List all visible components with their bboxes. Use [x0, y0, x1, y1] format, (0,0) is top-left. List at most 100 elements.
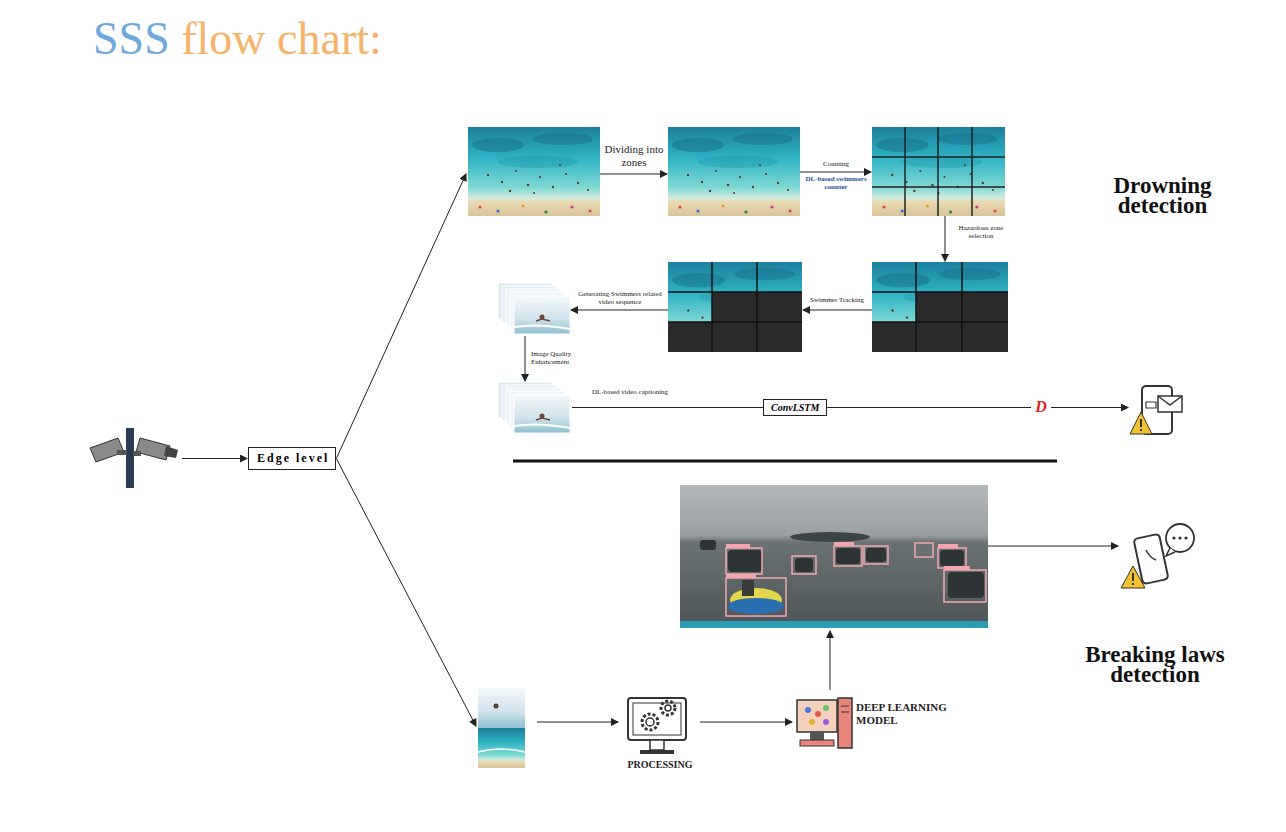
masked-zones — [668, 291, 802, 293]
masked-zones — [756, 262, 758, 352]
input-photos — [478, 749, 525, 752]
alert-phone-icon — [1140, 429, 1142, 431]
input-photos — [478, 688, 525, 768]
jetski-photo — [940, 550, 964, 566]
section-heading: Drowning detection — [1080, 176, 1245, 216]
connector-line — [336, 174, 466, 459]
jetski-photo — [726, 544, 750, 548]
masked-zones — [668, 262, 802, 352]
connector-line — [336, 459, 476, 727]
alert-phone-icon — [1130, 412, 1152, 434]
step-label: Swimmer Tracking — [803, 296, 871, 304]
step-label: Image Quality Enhancement — [531, 350, 587, 366]
alert-phone-icon — [1121, 524, 1194, 588]
masked-zones — [915, 262, 917, 352]
alert-phone-icon — [1140, 419, 1142, 427]
alert-phone-icon — [1184, 536, 1187, 539]
video-frames — [498, 382, 570, 433]
computer-icon — [797, 698, 852, 748]
jetski-photo — [726, 578, 786, 616]
masked-zones — [872, 291, 1008, 293]
jetski-photo — [834, 542, 854, 546]
node-text: Edge level — [257, 451, 329, 466]
alert-phone-icon — [1121, 566, 1145, 588]
beach-photo — [872, 262, 1008, 352]
flow-arrows — [945, 216, 946, 261]
computer-icon — [805, 707, 811, 713]
masked-zones — [872, 262, 1008, 352]
jetski-photo — [726, 574, 756, 578]
masked-zones — [872, 321, 1008, 323]
alert-phone-icon — [1166, 548, 1175, 556]
node-text: ConvLSTM — [771, 402, 819, 413]
jetski-photo — [680, 485, 988, 628]
processing-icon — [646, 718, 654, 726]
zone-grid — [872, 127, 1005, 216]
alert-phone-icon — [1132, 583, 1134, 585]
jetski-photo — [790, 532, 870, 542]
input-photos — [494, 704, 499, 709]
jetski-photo — [700, 540, 984, 598]
jetski-photo — [944, 570, 986, 602]
processing-icon — [628, 698, 686, 740]
jetski-photo — [726, 543, 986, 616]
flow-arrows — [988, 546, 1118, 547]
input-photos — [478, 728, 525, 768]
jetski-photo — [938, 548, 966, 568]
zone-grid — [872, 186, 1005, 188]
alert-phone-icon — [1178, 536, 1181, 539]
flow-arrows — [700, 722, 792, 723]
computer-icon — [809, 719, 815, 725]
jetski-photo — [742, 580, 754, 596]
masked-zones — [668, 321, 802, 323]
flow-arrows — [803, 310, 872, 311]
jetski-photo — [795, 558, 813, 572]
camera-icon — [133, 451, 141, 456]
computer-icon — [800, 740, 834, 746]
processing-icon — [665, 705, 671, 711]
computer-icon — [810, 732, 824, 740]
section-heading: Breaking laws detection — [1085, 645, 1225, 685]
beach-photo — [668, 127, 800, 216]
computer-icon — [841, 706, 849, 707]
processing-icon — [628, 698, 686, 754]
computer-icon — [841, 712, 849, 713]
icon-caption: PROCESSING — [610, 759, 710, 771]
alert-phone-icon — [1158, 396, 1182, 405]
flow-arrows — [525, 336, 526, 381]
computer-icon — [797, 700, 837, 732]
video-frames — [498, 283, 570, 334]
flow-arrows — [800, 172, 871, 173]
connector-line — [572, 407, 763, 408]
masked-zones — [872, 322, 916, 352]
processing-icon — [650, 740, 664, 750]
camera-icon — [126, 428, 134, 488]
processing-icon — [640, 750, 674, 754]
title-part: flow chart: — [170, 13, 382, 64]
zone-grid — [937, 127, 939, 216]
step-label: Counting — [800, 160, 872, 168]
camera-icon — [136, 438, 170, 460]
step-label: DL-based video captioning — [590, 388, 670, 396]
computer-icon — [823, 705, 829, 711]
beach-photo — [668, 262, 802, 352]
jetski-photo — [726, 542, 970, 578]
model-box: ConvLSTM — [763, 399, 827, 416]
step-label: Hazardous zone selection — [951, 224, 1011, 240]
camera-icon — [117, 450, 127, 455]
title-text: SSS flow chart: — [93, 14, 382, 65]
computer-icon — [823, 719, 829, 725]
step-label: DL-based swimmers counter — [800, 175, 872, 191]
flow-arrows — [525, 172, 945, 381]
connector-line — [182, 458, 247, 459]
input-photos — [478, 688, 525, 728]
alert-phone-icon — [1158, 396, 1182, 412]
processing-icon — [633, 703, 681, 735]
beach-photo — [468, 127, 600, 216]
alert-phone-icon — [1166, 524, 1194, 552]
jetski-photo — [728, 550, 762, 572]
jetski-photo — [726, 548, 762, 574]
